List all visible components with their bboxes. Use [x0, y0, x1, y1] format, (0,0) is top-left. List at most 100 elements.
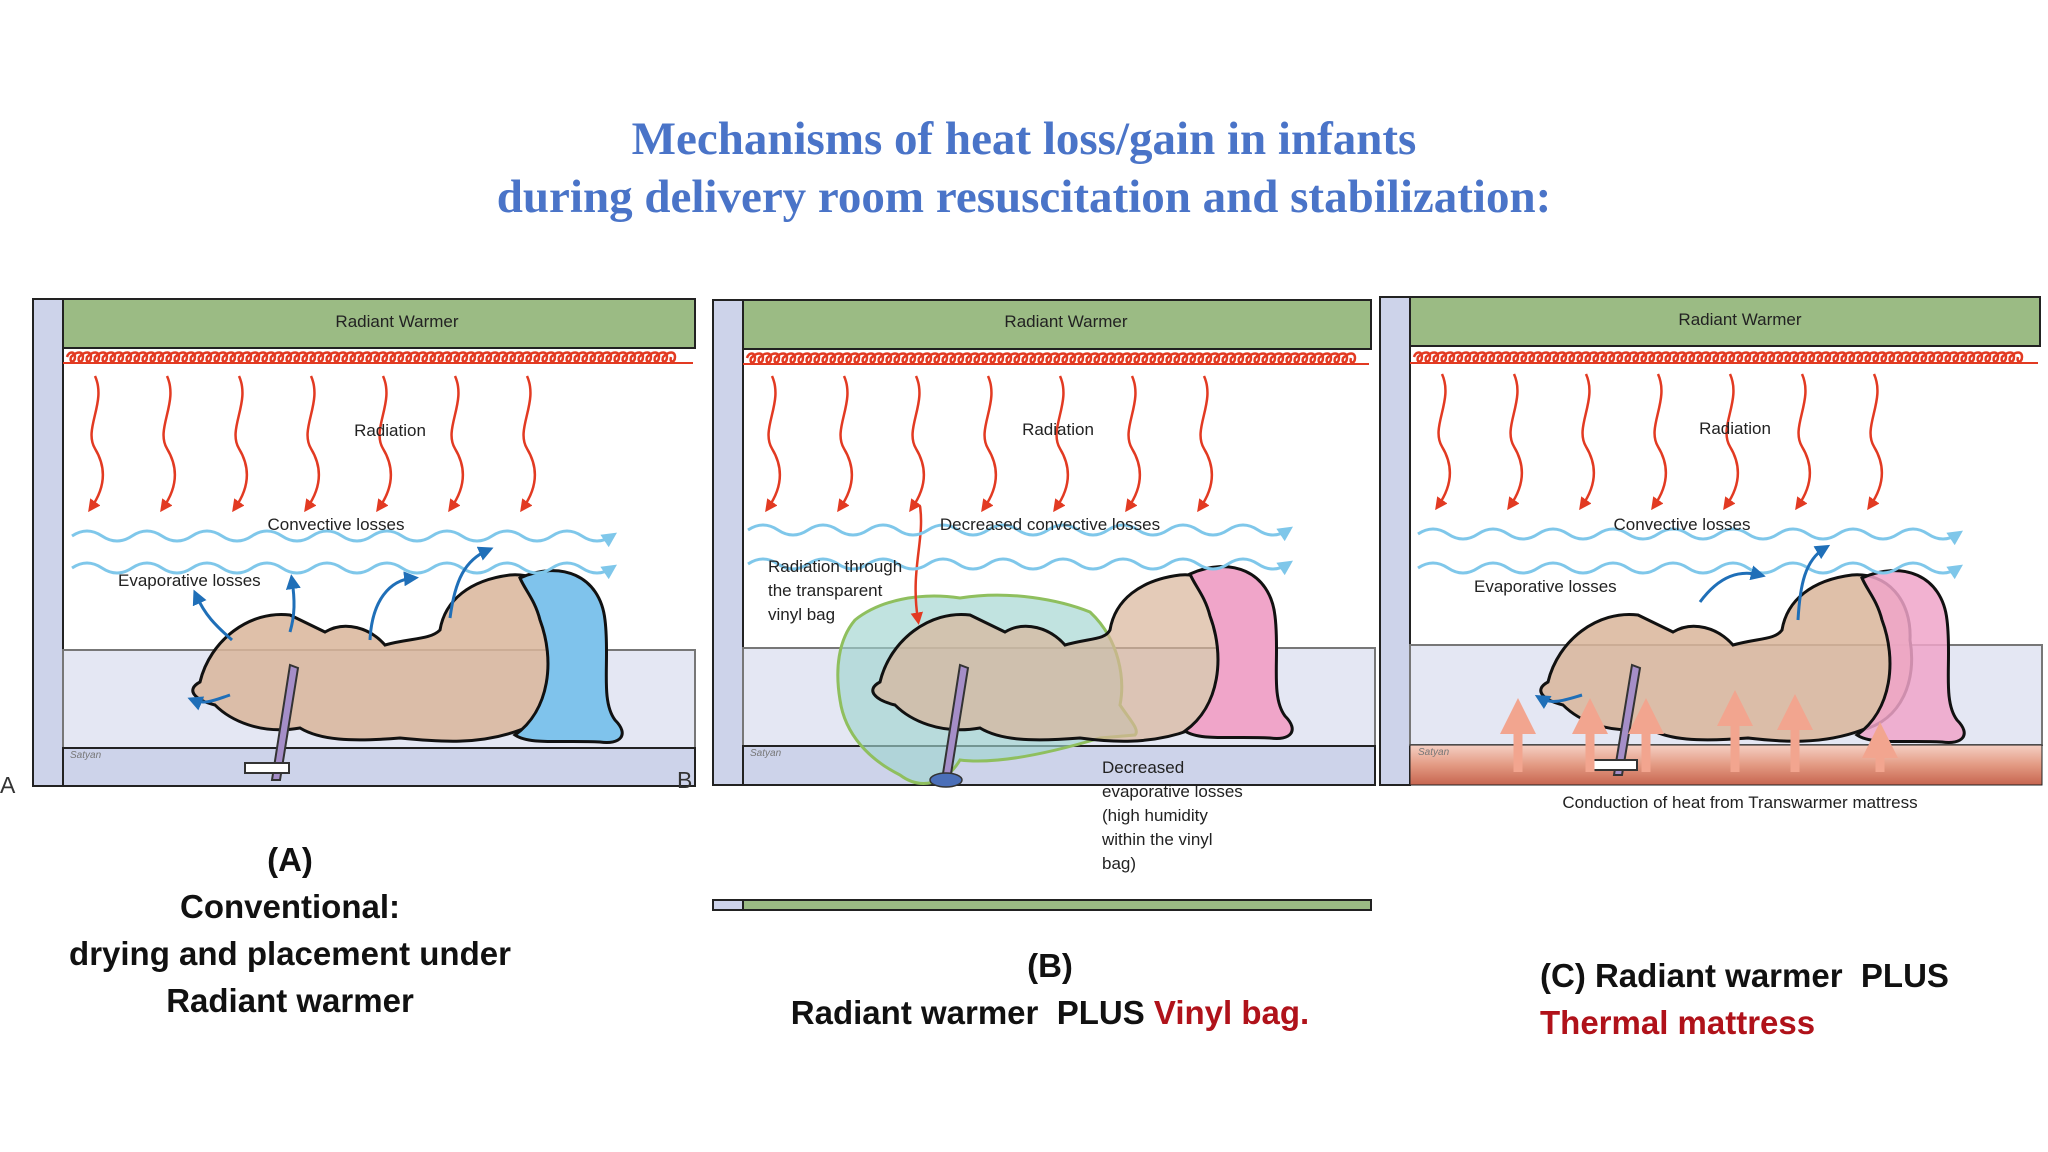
radiation-arrow: [160, 375, 177, 513]
decreased-convective-label: Decreased convective losses: [940, 515, 1160, 534]
warmer-post: [712, 299, 744, 786]
radiation-arrow: [1723, 373, 1740, 511]
radiation-arrows: [1435, 373, 1884, 511]
heater-coil: [1412, 351, 2024, 363]
caption-b-line-2: Radiant warmer PLUS Vinyl bag.: [730, 989, 1370, 1036]
resuscitation-tube: [1612, 663, 1642, 776]
cropped-panel-edge: [742, 899, 1372, 911]
infant-body: [1539, 573, 1914, 743]
radiation-arrow: [376, 375, 393, 513]
evaporative-arrow: [368, 571, 419, 641]
caption-a-line-3: drying and placement under: [69, 935, 511, 972]
title-line-2: during delivery room resuscitation and s…: [496, 171, 1552, 223]
radiation-arrow: [1579, 373, 1596, 511]
radiant-warmer-label: Radiant Warmer: [1678, 310, 1801, 329]
radiation-arrow: [909, 375, 926, 513]
panel-a: Radiant Warmer Radiation Convective loss…: [0, 298, 696, 798]
convective-wave-2: [71, 561, 617, 580]
radiation-arrow: [765, 375, 782, 513]
warmer-post: [32, 298, 64, 787]
convective-wave-1: [747, 523, 1293, 542]
caption-b-text: Radiant warmer PLUS: [790, 994, 1154, 1031]
caption-b: (B) Radiant warmer PLUS Vinyl bag.: [730, 942, 1370, 1036]
heater-coil: [745, 352, 1357, 364]
convective-wave-2: [1417, 561, 1963, 580]
caption-a-line-1: (A): [267, 841, 313, 878]
evaporative-arrow: [285, 574, 301, 633]
radiant-warmer-bar: [62, 298, 696, 349]
radiation-arrow: [1507, 373, 1524, 511]
radiation-arrow: [232, 375, 249, 513]
convective-wave-1: [71, 529, 617, 548]
radiation-label: Radiation: [354, 421, 426, 440]
artist-signature: Satyan: [1418, 747, 1450, 758]
caption-c-highlight: Thermal mattress: [1540, 1004, 1816, 1041]
tube-connector: [244, 762, 290, 774]
radiation-arrow: [1125, 375, 1142, 513]
conduction-arrows: [1500, 690, 1898, 772]
title-line-1: Mechanisms of heat loss/gain in infants: [631, 113, 1417, 165]
radiation-arrow: [1053, 375, 1070, 513]
evaporative-label: Evaporative losses: [1474, 577, 1617, 596]
radiation-arrows: [88, 375, 537, 513]
radiation-arrow: [981, 375, 998, 513]
convective-wave-1: [1417, 527, 1963, 546]
thermal-mattress: [1409, 744, 2043, 786]
conduction-label: Conduction of heat from Transwarmer matt…: [1562, 793, 1917, 812]
bed-base: [742, 745, 1376, 786]
radiant-warmer-bar: [1409, 296, 2041, 347]
infant-cap: [1854, 569, 1966, 745]
caption-b-line-1: (B): [1027, 947, 1073, 984]
panel-c: Radiant Warmer Radiation Convective loss…: [1379, 296, 2043, 812]
infant-cap: [1182, 565, 1294, 741]
caption-a-line-2: Conventional:: [180, 888, 400, 925]
evaporative-arrow: [448, 546, 494, 619]
radiation-arrow: [448, 375, 465, 513]
caption-c: (C) Radiant warmer PLUS Thermal mattress: [1540, 952, 2048, 1046]
heater-coil: [65, 351, 677, 363]
radiation-arrow: [1867, 373, 1884, 511]
convective-label: Convective losses: [1613, 515, 1750, 534]
bed-base: [62, 747, 696, 787]
decreased-evaporative-label: Decreased evaporative losses (high humid…: [1101, 758, 1248, 873]
warmer-post: [1379, 296, 1411, 786]
radiation-label: Radiation: [1699, 419, 1771, 438]
evaporative-arrow: [1534, 693, 1583, 710]
panel-b: Radiant Warmer Radiation Decreased conve…: [712, 299, 1376, 911]
radiation-arrows: [765, 375, 1214, 513]
resuscitation-tube: [270, 663, 300, 781]
tube-connector: [929, 772, 963, 788]
caption-b-highlight: Vinyl bag.: [1153, 994, 1310, 1031]
evaporative-arrow: [1796, 544, 1831, 621]
artist-signature: Satyan: [70, 750, 102, 761]
cropped-panel-edge: [712, 899, 744, 911]
radiation-arrow: [1435, 373, 1452, 511]
radiation-arrow: [837, 375, 854, 513]
infant-cap: [512, 569, 624, 745]
radiation-arrow: [1795, 373, 1812, 511]
radiant-warmer-label: Radiant Warmer: [335, 312, 458, 331]
convective-label: Convective losses: [267, 515, 404, 534]
evaporative-arrow: [187, 693, 231, 711]
radiation-arrow: [520, 375, 537, 513]
radiation-through-label: Radiation through the transparent vinyl …: [768, 557, 907, 624]
radiation-through-bag-arrow: [910, 505, 923, 625]
evaporative-arrow: [1698, 565, 1766, 603]
radiant-warmer-bar: [742, 299, 1372, 350]
radiation-arrow: [1197, 375, 1214, 513]
evaporative-label: Evaporative losses: [118, 571, 261, 590]
evaporative-arrow: [192, 589, 233, 642]
corner-letter-b: B: [677, 767, 692, 793]
artist-signature: Satyan: [750, 748, 782, 759]
tube-connector: [1592, 759, 1638, 771]
radiation-arrow: [304, 375, 321, 513]
radiation-arrow: [88, 375, 105, 513]
radiant-warmer-label: Radiant Warmer: [1004, 312, 1127, 331]
caption-a: (A) Conventional: drying and placement u…: [40, 836, 540, 1024]
radiation-label: Radiation: [1022, 420, 1094, 439]
radiation-arrow: [1651, 373, 1668, 511]
corner-letter-a: A: [0, 772, 16, 798]
caption-a-line-4: Radiant warmer: [166, 982, 414, 1019]
caption-c-line-1: (C) Radiant warmer PLUS: [1540, 957, 1949, 994]
